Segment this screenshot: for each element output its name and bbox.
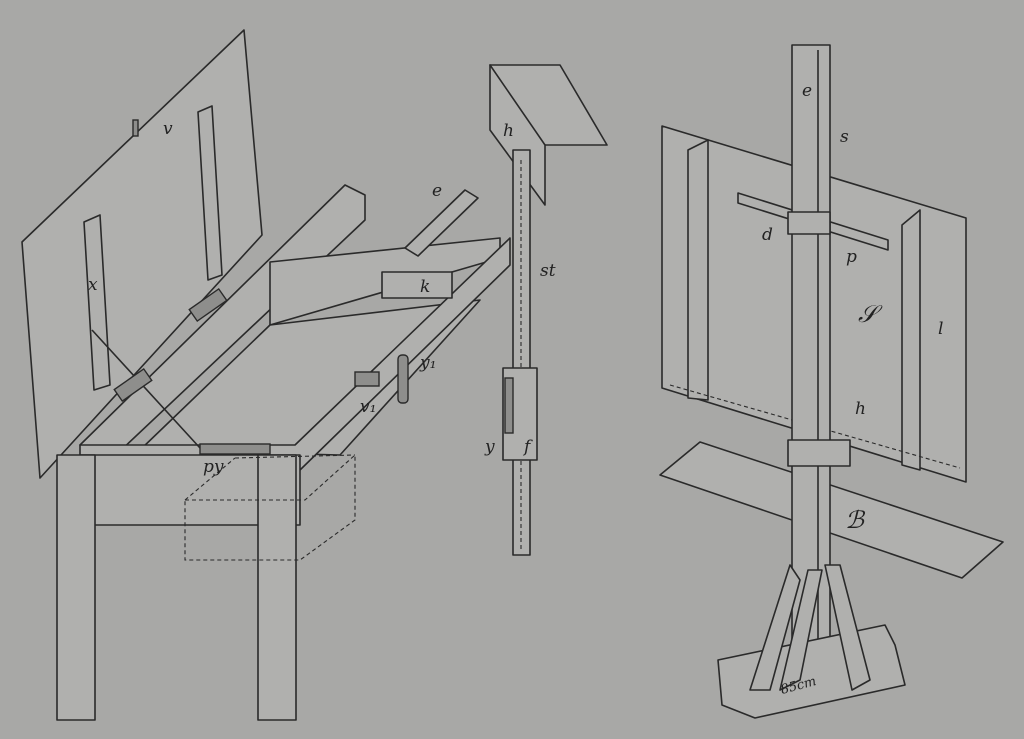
- label-y: y: [484, 437, 495, 457]
- label-x: x: [88, 275, 98, 295]
- board-slat-right: [197, 105, 223, 281]
- clip-v: [132, 119, 139, 137]
- rollers-py: [199, 443, 271, 455]
- label-py: py: [203, 457, 224, 477]
- label-e-left: e: [432, 181, 442, 201]
- label-k: k: [420, 277, 430, 297]
- clamp-d: [787, 211, 831, 235]
- clamp-block-k: [381, 271, 453, 299]
- label-p: p: [846, 247, 857, 267]
- slot-y1: [397, 354, 409, 404]
- screw-y: [504, 377, 514, 434]
- diagonal-cord: [91, 329, 201, 449]
- drawer-outline: [184, 453, 356, 561]
- middle-apparatus: [489, 64, 608, 556]
- board-slat-x: [83, 214, 111, 391]
- label-y1: y₁: [419, 353, 436, 373]
- label-B: ℬ: [845, 506, 866, 534]
- label-l: l: [938, 319, 943, 339]
- hinge-upper: [188, 287, 228, 323]
- label-st: st: [540, 261, 556, 281]
- right-apparatus: [659, 44, 1004, 719]
- platform-B: [659, 441, 1004, 579]
- label-s: s: [840, 127, 849, 147]
- label-f: f: [522, 437, 533, 457]
- shelf-side: [489, 64, 546, 206]
- brace-front: [779, 569, 823, 691]
- ruler-e: [404, 189, 479, 257]
- label-d: d: [762, 225, 773, 245]
- hinge-lower: [113, 367, 153, 403]
- label-e-right: e: [802, 81, 812, 101]
- mast-s: [791, 44, 831, 671]
- label-v1: v₁: [360, 397, 376, 417]
- leg-right: [257, 454, 297, 721]
- label-h-right: h: [855, 399, 866, 419]
- bracket-v1: [354, 371, 380, 387]
- brace-left: [749, 564, 801, 691]
- label-h-middle: h: [503, 121, 514, 141]
- board-slat-left: [687, 139, 709, 401]
- brace-right: [824, 564, 871, 691]
- label-v: v: [163, 119, 173, 139]
- board-slat-l: [901, 209, 921, 471]
- leg-left: [56, 454, 96, 721]
- left-apparatus: [21, 29, 511, 721]
- clamp-h: [787, 439, 851, 467]
